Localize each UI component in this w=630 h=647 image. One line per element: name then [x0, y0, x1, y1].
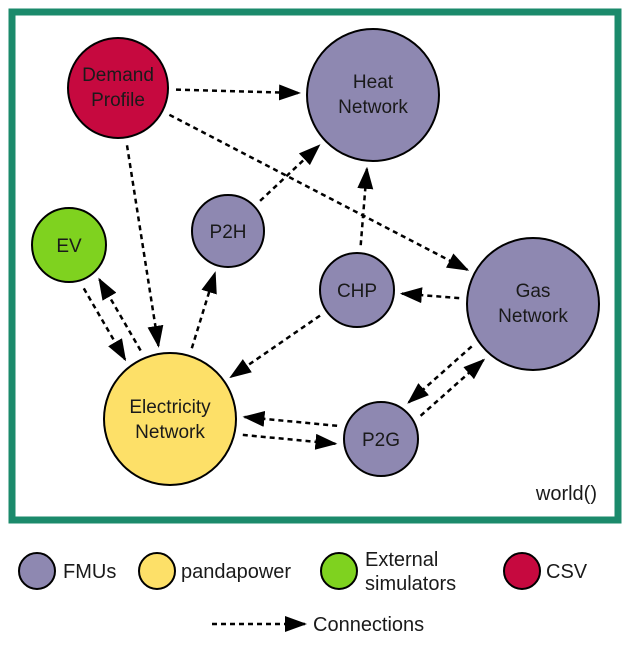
- gas-network-label-line2: Network: [498, 306, 568, 327]
- connection-p2g-to-electricity: [242, 410, 338, 428]
- connection-chp-to-heat: [357, 166, 374, 246]
- connection-electricity-to-ev: [98, 277, 142, 352]
- world-label: world(): [535, 483, 597, 505]
- electricity-network-label-line1: Electricity: [129, 397, 211, 418]
- gas-network-node: [466, 237, 600, 371]
- nodes-layer: Demand Profile Heat Network EV P2H CHP G…: [31, 28, 600, 486]
- chp-node: [319, 252, 395, 328]
- demand-profile-label-line2: Profile: [91, 90, 145, 111]
- legend: FMUs pandapower External simulators CSV …: [18, 549, 588, 636]
- heat-network-node: [306, 28, 440, 162]
- legend-connections-label: Connections: [313, 614, 424, 636]
- connections-layer: [82, 84, 486, 450]
- electricity-network-node: [103, 352, 237, 486]
- legend-fmu-swatch: [18, 552, 56, 590]
- legend-pandapower-swatch: [138, 552, 176, 590]
- legend-csv-label: CSV: [546, 561, 588, 583]
- connection-gas-to-chp: [399, 287, 460, 304]
- heat-network-label-line2: Network: [338, 97, 408, 118]
- demand-profile-label-line1: Demand: [82, 65, 154, 86]
- ev-node: [31, 207, 107, 283]
- legend-pandapower-label: pandapower: [181, 561, 291, 583]
- legend-external-swatch: [320, 552, 358, 590]
- gas-network-label-line1: Gas: [516, 281, 551, 302]
- legend-external-label-line1: External: [365, 549, 438, 571]
- electricity-network-label-line2: Network: [135, 422, 205, 443]
- connection-electricity-to-p2g: [242, 433, 338, 450]
- demand-profile-node: [67, 37, 169, 139]
- connection-ev-to-electricity: [82, 287, 127, 362]
- connection-demand-to-heat: [175, 84, 301, 101]
- p2g-label: P2G: [362, 430, 400, 451]
- connection-chp-to-electricity: [229, 314, 321, 379]
- connection-electricity-to-p2h: [190, 271, 217, 349]
- connection-p2h-to-heat: [259, 144, 321, 202]
- ev-label: EV: [56, 236, 82, 257]
- p2h-node: [191, 194, 265, 268]
- p2h-label: P2H: [210, 222, 247, 243]
- chp-label: CHP: [337, 281, 377, 302]
- heat-network-label-line1: Heat: [353, 72, 394, 93]
- legend-external-label-line2: simulators: [365, 573, 456, 595]
- legend-csv-swatch: [503, 552, 541, 590]
- p2g-node: [343, 401, 419, 477]
- connection-demand-to-electricity: [125, 145, 164, 348]
- legend-fmu-label: FMUs: [63, 561, 116, 583]
- connection-demand-to-gas: [168, 113, 470, 271]
